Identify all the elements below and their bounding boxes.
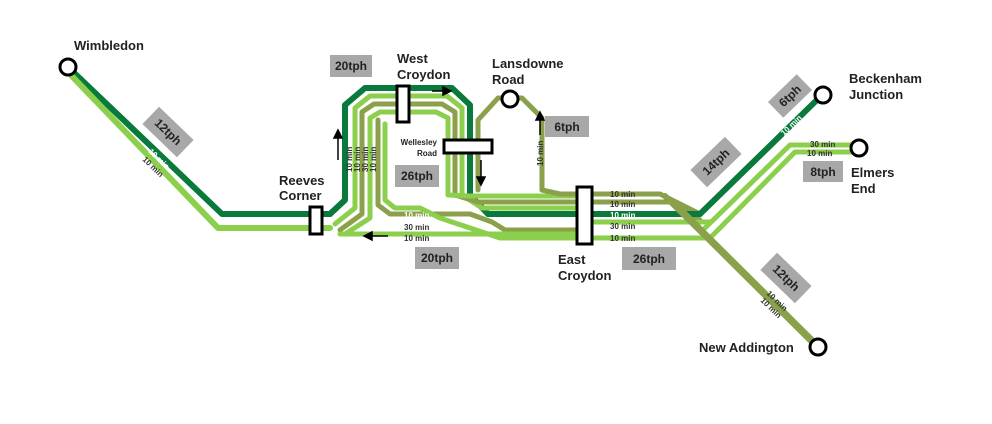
elmers-end-terminal — [849, 138, 869, 158]
freq-lansdowne: 10 min — [536, 141, 545, 166]
arrow-up-lansdowne — [534, 110, 546, 135]
svg-text:20tph: 20tph — [421, 251, 453, 265]
badge-inner-loop: 26tph — [395, 165, 439, 187]
freq-east-1: 10 min — [610, 190, 635, 199]
direction-arrows — [332, 85, 546, 242]
west-croydon-stop — [395, 84, 411, 124]
reeves-corner-stop — [308, 205, 324, 236]
label-west-croydon-2: Croydon — [397, 67, 451, 82]
label-wellesley-road-2: Road — [417, 149, 437, 158]
new-addington-line-2 — [672, 201, 823, 351]
wimbledon-line-light — [63, 67, 333, 231]
elmers-line-2 — [709, 149, 861, 239]
freq-inner-1: 10 min — [404, 211, 429, 220]
inner-loop-light — [382, 121, 583, 241]
route-lines — [63, 64, 861, 351]
arrow-up-reeves — [332, 128, 344, 160]
freq-elmers-2: 10 min — [807, 149, 832, 158]
label-reeves-corner-1: Reeves — [279, 173, 325, 188]
label-lansdowne-road-1: Lansdowne — [492, 56, 564, 71]
elmers-line-1 — [702, 142, 861, 231]
label-beckenham-2: Junction — [849, 87, 903, 102]
label-west-croydon-1: West — [397, 51, 428, 66]
wimbledon-terminal — [58, 57, 78, 77]
badge-elmers-end: 8tph — [803, 161, 843, 182]
freq-loop-2: 10 min — [353, 147, 362, 172]
lansdowne-road-terminal — [500, 89, 520, 109]
badge-west-croydon-loop: 20tph — [330, 55, 372, 77]
label-reeves-corner-2: Corner — [279, 188, 322, 203]
frequency-badges: 12tph 20tph 6tph 26tph 20tph 26tph 14tph — [142, 55, 843, 304]
freq-east-4: 30 min — [610, 222, 635, 231]
label-beckenham-1: Beckenham — [849, 71, 922, 86]
svg-text:20tph: 20tph — [335, 59, 367, 73]
beckenham-terminal — [813, 85, 833, 105]
freq-inner-2: 30 min — [404, 223, 429, 232]
label-elmers-end-2: End — [851, 181, 876, 196]
new-addington-terminal — [808, 337, 828, 357]
arrow-down-wellesley — [475, 160, 487, 187]
freq-elmers-1: 30 min — [810, 140, 835, 149]
arrow-left-reeves-return — [362, 230, 388, 242]
east-croydon-stop — [575, 185, 594, 246]
badge-reeves-corner: 20tph — [415, 247, 459, 269]
wimbledon-line-dark — [65, 64, 333, 217]
label-wellesley-road-1: Wellesley — [401, 138, 438, 147]
wellesley-road-stop — [442, 138, 494, 155]
freq-east-3: 10 min — [610, 211, 635, 220]
svg-text:26tph: 26tph — [633, 252, 665, 266]
freq-loop-3: 30 min — [361, 147, 370, 172]
west-croydon-loop-olive-a — [337, 101, 583, 233]
freq-east-2: 10 min — [610, 200, 635, 209]
west-croydon-loop-light-b — [342, 109, 583, 237]
station-labels: Wimbledon Reeves Corner West Croydon Lan… — [74, 38, 922, 355]
label-wimbledon: Wimbledon — [74, 38, 144, 53]
label-new-addington: New Addington — [699, 340, 794, 355]
label-east-croydon-2: Croydon — [558, 268, 612, 283]
badge-lansdowne-loop: 6tph — [545, 116, 589, 137]
svg-text:6tph: 6tph — [554, 120, 579, 134]
freq-inner-3: 10 min — [404, 234, 429, 243]
inner-loop-olive — [375, 117, 583, 233]
beckenham-line — [697, 92, 825, 217]
east-trunk-olive-1 — [577, 191, 703, 217]
stop-markers — [308, 84, 594, 246]
label-east-croydon-1: East — [558, 252, 586, 267]
badge-east-croydon: 26tph — [622, 247, 676, 270]
label-lansdowne-road-2: Road — [492, 72, 525, 87]
freq-east-5: 10 min — [610, 234, 635, 243]
arrow-right-west-croydon — [432, 85, 453, 97]
freq-loop-1: 10 min — [345, 147, 354, 172]
svg-text:26tph: 26tph — [401, 169, 433, 183]
freq-loop-4: 10 min — [369, 147, 378, 172]
terminal-markers — [58, 57, 869, 357]
svg-text:8tph: 8tph — [810, 165, 835, 179]
label-elmers-end-1: Elmers — [851, 165, 894, 180]
lansdowne-loop — [475, 95, 583, 197]
